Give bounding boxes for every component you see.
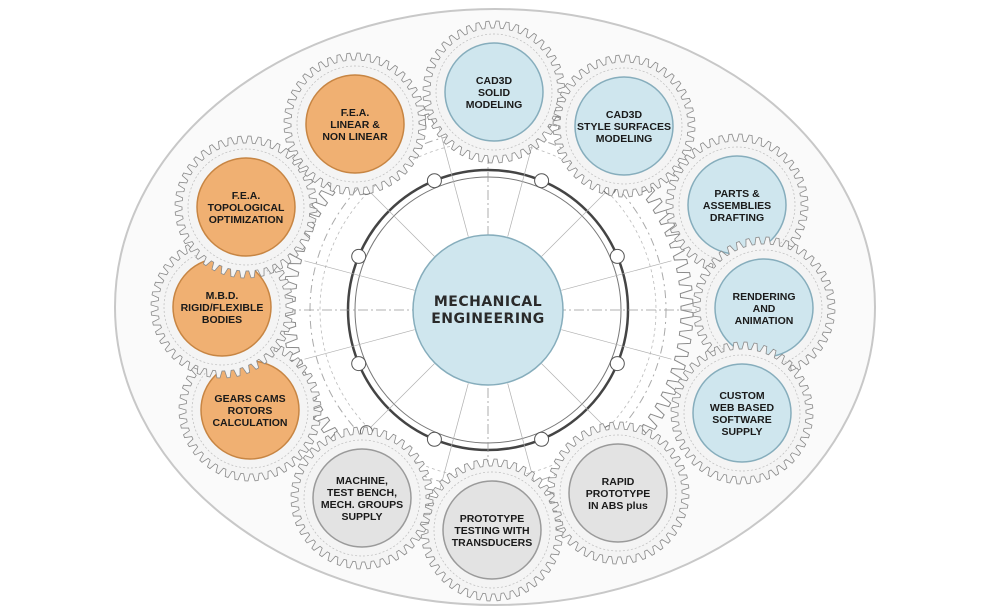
node-gear-ring [435, 33, 553, 151]
node-gear-ring [565, 67, 683, 185]
radial-line [561, 260, 672, 291]
node-label-line: SUPPLY [341, 511, 382, 523]
node-label-line: TEST BENCH, [327, 487, 397, 499]
bolt-hole [351, 356, 367, 372]
node-label-line: PROTOTYPE [460, 513, 525, 525]
node-label-line: CAD3D [476, 75, 513, 87]
node-gear-ring [559, 434, 677, 552]
node-label-line: TOPOLOGICAL [208, 202, 285, 214]
bolt-hole [609, 356, 625, 372]
node-label-line: PROTOTYPE [586, 488, 651, 500]
node-disc [442, 480, 542, 580]
center-label-line-1: MECHANICAL [434, 294, 542, 310]
node-label-line: CUSTOM [719, 390, 765, 402]
node-label-line: MODELING [596, 133, 653, 145]
node-disc [692, 363, 792, 463]
node-12: F.E.A.LINEAR &NON LINEAR [283, 52, 427, 196]
node-label-line: CAD3D [606, 109, 643, 121]
node-label-line: TESTING WITH [454, 525, 529, 537]
node-label-line: IN ABS plus [588, 500, 648, 512]
node-label-line: F.E.A. [341, 107, 370, 119]
bolt-hole [534, 173, 550, 189]
radial-line [438, 383, 469, 494]
node-label-line: PARTS & [714, 188, 760, 200]
center-label-line-2: ENGINEERING [431, 311, 545, 327]
node-label-line: M.B.D. [206, 290, 239, 302]
bolt-hole [534, 431, 550, 447]
node-disc [196, 157, 296, 257]
center-circle [412, 234, 564, 386]
node-label-line: STYLE SURFACES [577, 121, 671, 133]
node-gear-ring [678, 146, 796, 264]
node-label-line: BODIES [202, 314, 242, 326]
node-label-line: LINEAR & [330, 119, 380, 131]
node-disc [312, 448, 412, 548]
node-label-line: NON LINEAR [322, 131, 388, 143]
node-label-line: DRAFTING [710, 212, 764, 224]
node-gear-ring [303, 439, 421, 557]
node-label-line: ANIMATION [735, 315, 794, 327]
node-label-line: WEB BASED [710, 402, 775, 414]
node-label-line: GEARS CAMS [214, 393, 285, 405]
node-disc [305, 74, 405, 174]
node-gear-ring [296, 65, 414, 183]
node-label-line: MODELING [466, 99, 523, 111]
node-label-line: TRANSDUCERS [452, 537, 533, 549]
radial-line [438, 126, 469, 237]
node-label-line: CALCULATION [212, 417, 287, 429]
center-hub: MECHANICAL ENGINEERING [412, 234, 564, 386]
node-label-line: SUPPLY [721, 426, 762, 438]
bolt-hole [609, 248, 625, 264]
node-label-line: SOFTWARE [712, 414, 772, 426]
radial-line [304, 329, 415, 360]
node-label-line: RIGID/FLEXIBLE [181, 302, 264, 314]
node-label-line: AND [753, 303, 776, 315]
node-gear-ring [683, 354, 801, 472]
bolt-hole [426, 173, 442, 189]
node-gear-ring [705, 249, 823, 367]
node-label-line: RAPID [602, 476, 635, 488]
bolt-hole [426, 431, 442, 447]
radial-line [561, 329, 672, 360]
node-disc [444, 42, 544, 142]
node-label-line: MACHINE, [336, 475, 388, 487]
node-label-line: RENDERING [732, 291, 795, 303]
node-disc [574, 76, 674, 176]
node-gear-ring [433, 471, 551, 589]
node-disc [568, 443, 668, 543]
node-label-line: ASSEMBLIES [703, 200, 771, 212]
bolt-hole [351, 248, 367, 264]
node-label-line: SOLID [478, 87, 511, 99]
radial-line [304, 260, 415, 291]
node-gear-ring [187, 148, 305, 266]
node-label-line: OPTIMIZATION [209, 214, 283, 226]
node-label-line: ROTORS [228, 405, 273, 417]
node-label-line: F.E.A. [232, 190, 261, 202]
node-label-line: MECH. GROUPS [321, 499, 403, 511]
